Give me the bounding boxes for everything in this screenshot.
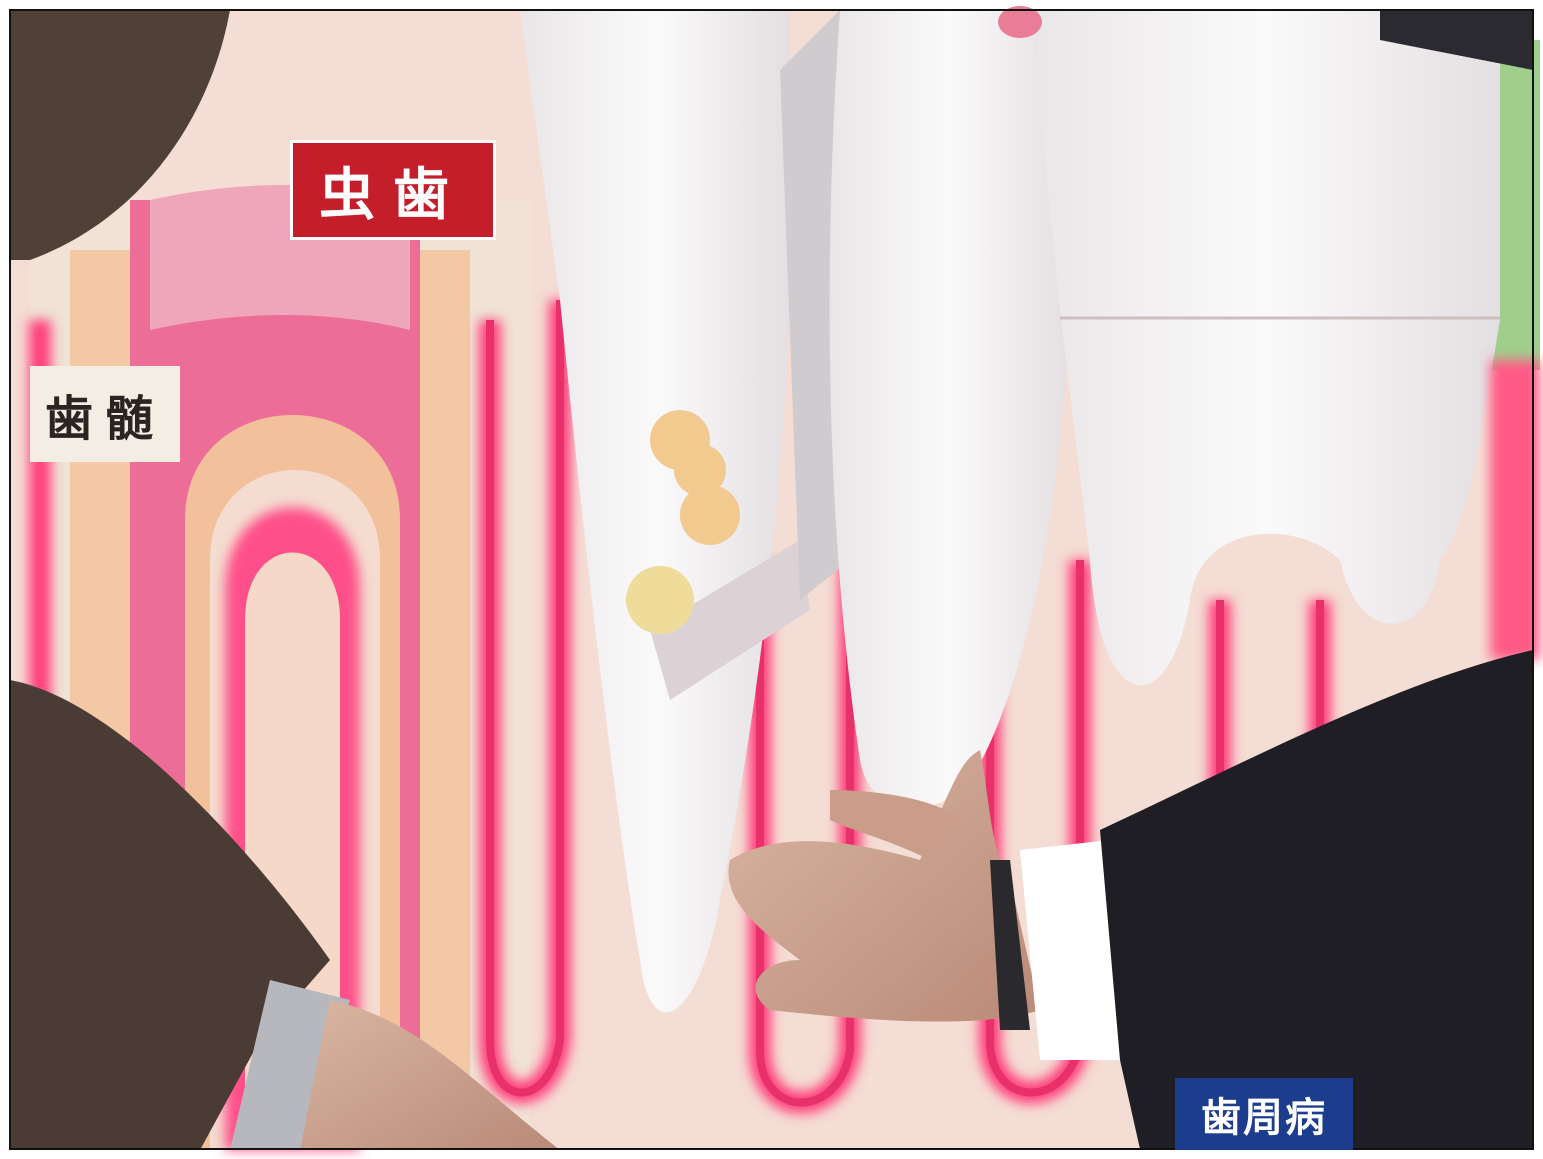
label-pulp: 歯髄: [30, 366, 180, 462]
label-cavity: 虫歯: [290, 140, 496, 240]
label-periodontal: 歯周病: [1175, 1078, 1353, 1150]
